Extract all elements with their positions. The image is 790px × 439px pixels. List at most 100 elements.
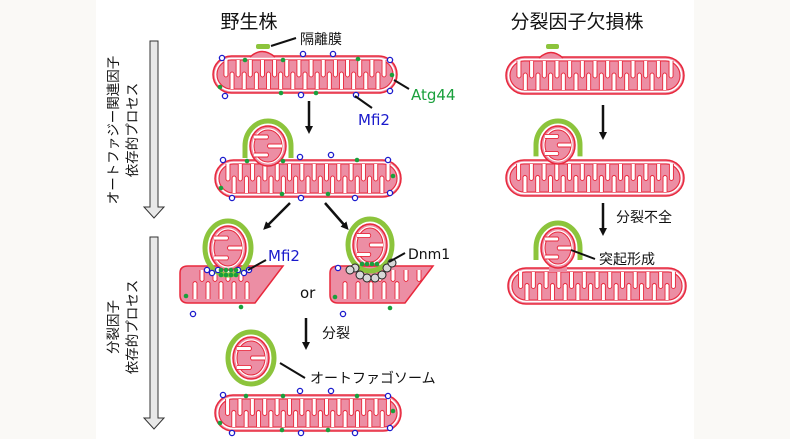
crista [354,175,360,193]
crista [332,60,338,78]
process-label-autophagy: オートファジー関連因子 依存的プロセス [106,56,141,205]
crista [256,175,262,193]
crista [643,164,649,182]
crista [624,174,630,192]
crista [535,72,541,90]
atg44-dot [233,272,239,278]
crista [231,409,237,427]
crista [305,175,311,193]
label-or: or [300,284,316,302]
atg44-dot [387,305,393,311]
crista [237,164,243,182]
crista [268,409,274,427]
process-label-autophagy-line2: 依存的プロセス [125,83,141,178]
title-fission-deficient: 分裂因子欠損株 [510,11,643,33]
crista [247,60,253,78]
atg44-dot [354,157,360,163]
mitochondrion-inner-gap [507,161,683,195]
bud-crista [254,152,269,158]
atg44-dot [354,393,360,399]
label-dnm1: Dnm1 [408,247,450,263]
atg44-dot [233,267,239,273]
atg44-dot [218,272,224,278]
process-arrow-autophagy [142,40,166,219]
crista [516,164,522,182]
crista [256,409,261,427]
crista [658,272,664,290]
bud-inner-gap [212,228,244,268]
crista [241,71,247,89]
process-label-fission: 分裂因子 依存的プロセス [106,280,141,375]
crista [259,60,265,78]
mitochondrion-inner-gap [216,161,400,196]
leader-protrusion [570,249,596,260]
leader-mfi2-top [354,95,373,109]
crista [231,175,237,193]
bud-inner-gap [252,128,284,164]
process-arrow-fission [142,236,166,430]
crista [286,399,292,417]
crista [280,175,286,193]
crista [268,175,274,193]
mfi2-dot [327,387,335,395]
crista [229,71,235,89]
mitochondrion-inner-gap [216,396,400,430]
bud-crista [237,346,252,351]
crista [592,61,598,79]
crista [573,72,579,90]
crista [287,164,292,182]
crista [250,164,256,182]
crista [649,72,655,90]
atg44-dot [278,90,284,96]
crista [385,164,391,182]
atg44-dot [280,57,286,63]
crista [199,270,205,282]
crista [637,174,643,192]
crista [518,272,524,290]
isolation-membrane [533,118,583,157]
crista [390,270,396,282]
mfi2-dot [203,266,211,274]
bud-crista [250,355,265,361]
crista [348,399,354,417]
label-fission: 分裂 [322,326,350,342]
bud-crista [545,134,560,139]
bud-crista [545,151,560,156]
crista [357,60,363,78]
bud-crista [357,233,372,238]
label-isolation-membrane: 隔離膜 [300,31,342,48]
crista [586,72,592,90]
bud-inner-gap [543,230,573,266]
crista [611,174,617,192]
process-label-autophagy-line1: オートファジー関連因子 [106,56,122,205]
mfi2-dot [221,92,229,100]
atg44-dot [217,84,223,90]
crista [243,409,249,427]
crista [218,281,224,299]
process-label-fission-line1: 分裂因子 [106,300,122,354]
crista [529,61,535,79]
crista [549,282,555,300]
isolation-membrane [345,216,395,274]
crista [345,60,351,78]
crista [367,409,373,427]
crista [554,61,560,79]
bulge [249,50,276,58]
crista [668,164,674,182]
mfi2-dot [218,54,226,62]
crista [326,71,332,89]
left-margin-panel [0,0,96,439]
crista [662,72,668,90]
crista [543,272,549,290]
crista [342,409,348,427]
label-incomplete-fission: 分裂不全 [616,209,672,226]
process-label-fission-line2: 依存的プロセス [125,280,141,375]
crista [617,61,623,79]
bulge [538,51,564,59]
mfi2-dot [219,156,227,164]
atg44-dot [279,427,285,433]
crista [262,399,268,417]
mfi2-dot [386,424,394,432]
crista [351,71,357,89]
crista [244,281,250,299]
